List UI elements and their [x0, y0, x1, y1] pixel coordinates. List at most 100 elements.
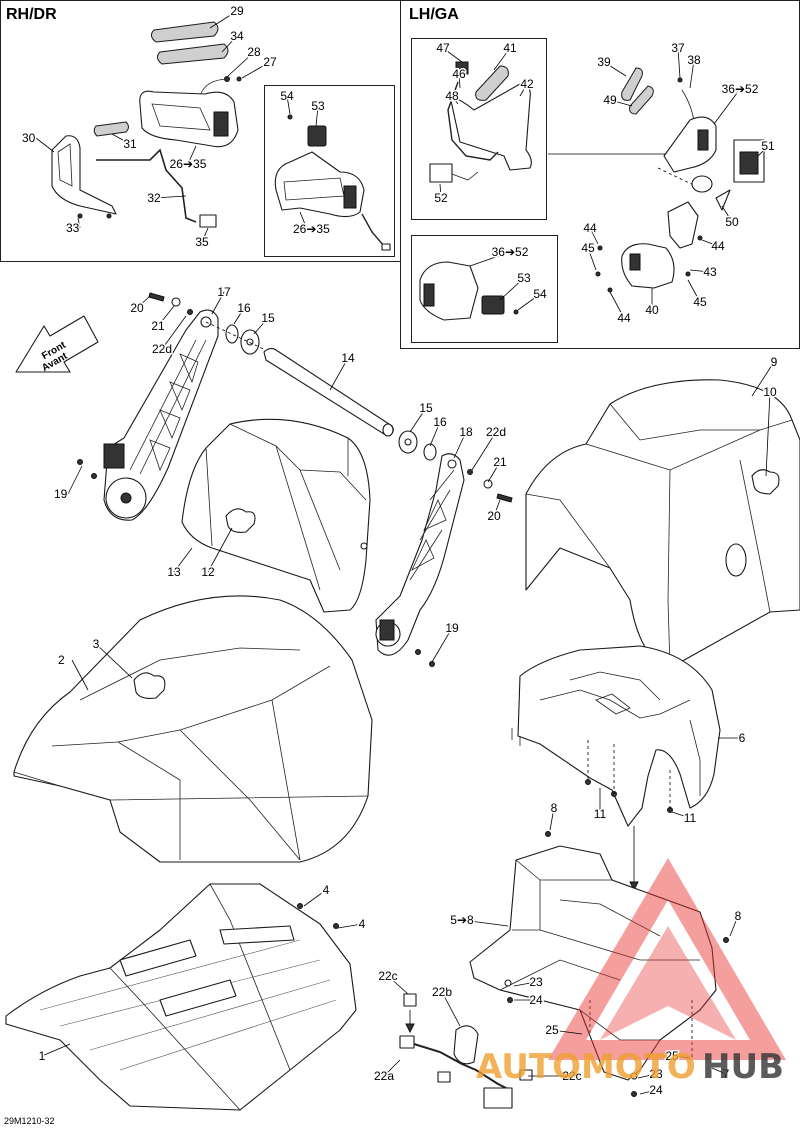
logo-3 — [133, 672, 166, 699]
cover-9 — [525, 379, 800, 669]
callout-leader — [471, 431, 497, 471]
callout-leader — [303, 889, 327, 907]
callout-leader — [429, 421, 441, 447]
callout-label: 22d — [486, 425, 506, 439]
callout-leader — [701, 239, 719, 247]
figure-id: 29M1210-32 — [4, 1116, 55, 1126]
callout-leader — [519, 83, 528, 97]
callout-leader — [453, 431, 467, 459]
grip-31 — [93, 121, 129, 137]
logo-12 — [225, 508, 256, 533]
callout-label: 33 — [66, 221, 80, 235]
callout-leader — [757, 145, 769, 157]
callout-leader — [461, 919, 509, 927]
callout-label: 45 — [693, 295, 707, 309]
callout-label: 17 — [217, 285, 231, 299]
callout-leader — [253, 317, 269, 335]
callout-label: 23 — [529, 975, 543, 989]
callout-label: 22c — [378, 969, 397, 983]
fastener-4a — [297, 903, 303, 909]
callout-label: 42 — [520, 77, 534, 91]
callout-label: 20 — [130, 301, 144, 315]
callout-label: 2 — [58, 653, 65, 667]
callout-label: 23 — [649, 1067, 663, 1081]
grip-29 — [150, 21, 219, 43]
callout-leader — [136, 295, 151, 309]
lh-inset-frame-top — [411, 38, 547, 220]
callout-label: 46 — [452, 67, 466, 81]
connector-52 — [429, 163, 453, 183]
backrest-frame-right — [375, 430, 513, 667]
callout-leader — [157, 305, 175, 327]
callout-label: 22a — [374, 1069, 394, 1083]
callout-leader — [329, 357, 349, 391]
callout-label: 39 — [597, 55, 611, 69]
switch-53-rh — [307, 125, 327, 147]
watermark — [548, 858, 786, 1060]
handle-42 — [449, 83, 532, 171]
callout-label: 44 — [583, 221, 597, 235]
callout-leader — [41, 1043, 71, 1057]
callout-leader — [751, 361, 775, 397]
callout-leader — [499, 277, 525, 301]
callout-leader — [713, 88, 741, 125]
callout-label: 21 — [151, 319, 165, 333]
callout-label: 52 — [434, 191, 448, 205]
callout-leader — [689, 59, 695, 89]
callout-label: 21 — [493, 455, 507, 469]
callout-label: 1 — [39, 1049, 46, 1063]
callout-leader — [431, 627, 453, 663]
callout-leader — [442, 47, 463, 63]
callout-leader — [211, 291, 225, 315]
callout-leader — [689, 269, 711, 273]
fastener-4b — [333, 923, 339, 929]
callout-label: 41 — [503, 41, 517, 55]
callout-label: 53 — [311, 99, 325, 113]
callout-label: 25 — [665, 1049, 679, 1063]
bracket-30 — [51, 135, 117, 215]
callout-label: 16 — [237, 301, 251, 315]
callout-leader — [551, 1029, 583, 1035]
callout-label: 7 — [723, 1067, 730, 1081]
callout-label: 54 — [533, 287, 547, 301]
callout-label: 20 — [487, 509, 501, 523]
callout-leader — [637, 1073, 657, 1079]
wire-46-48 — [447, 81, 499, 161]
grip-39 — [621, 67, 643, 101]
callout-label: 26➔35 — [170, 157, 207, 171]
callout-leader — [153, 195, 187, 199]
lh-section-title: LH/GA — [409, 6, 459, 23]
callout-label: 8 — [735, 909, 742, 923]
callout-leader — [111, 133, 131, 145]
callout-label: 8 — [551, 801, 558, 815]
washer-16-left — [225, 324, 239, 344]
callout-label: 44 — [711, 239, 725, 253]
screw-33a — [77, 213, 83, 219]
sticker-50 — [691, 175, 713, 193]
callout-leader — [711, 1067, 727, 1075]
bracket-43 — [667, 201, 699, 249]
callout-label: 48 — [445, 89, 459, 103]
lh-inset-frame-bottom — [411, 235, 558, 343]
callout-label: 6 — [739, 731, 746, 745]
callout-leader — [439, 183, 442, 199]
callout-leader — [383, 1059, 401, 1077]
grip-41 — [475, 65, 509, 101]
backrest-frame-left — [77, 292, 271, 521]
callout-leader — [671, 1055, 691, 1059]
callout-leader — [71, 659, 89, 691]
callout-leader — [173, 547, 193, 573]
callout-leader — [209, 10, 238, 29]
callout-leader — [95, 643, 133, 679]
seat-2 — [13, 595, 373, 863]
callout-leader — [721, 205, 733, 223]
callout-label: 10 — [763, 385, 777, 399]
grommet-22b — [453, 1025, 479, 1065]
callout-leader — [67, 465, 83, 495]
handle-switch — [213, 111, 229, 137]
callout-leader — [609, 291, 625, 319]
callout-leader — [409, 407, 427, 433]
seat-base-1 — [5, 883, 357, 1111]
callout-label: 51 — [761, 139, 775, 153]
callout-leader — [765, 391, 771, 477]
